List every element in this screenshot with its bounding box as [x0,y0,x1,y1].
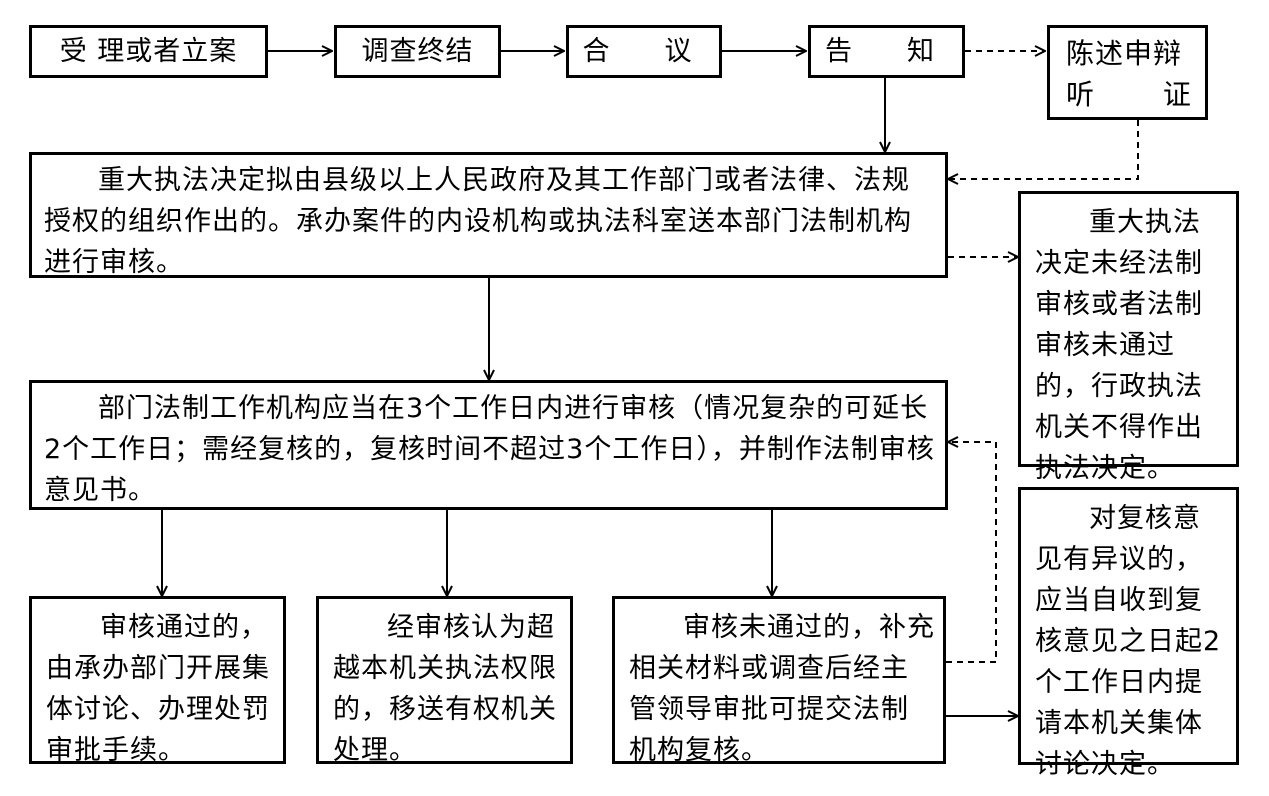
submission-box: 重大执法决定拟由县级以上人民政府及其工作部门或者法律、法规授权的组织作出的。承办… [29,152,948,278]
step-notify: 告 知 [808,25,965,78]
step-investigate-label: 调查终结 [361,36,474,67]
arrow-hearing-to-submission [948,120,1139,179]
outcome-rejected: 审核未通过的，补充相关材料或调查后经主管领导审批可提交法制机构复核。 [612,596,946,766]
step-hearing-line-1: 陈述申辩 [1066,37,1183,70]
note-not-reviewed: 重大执法决定未经法制审核或者法制审核未通过的，行政执法机关不得作出执法决定。 [1018,191,1239,484]
note-objection-text: 对复核意见有异议的，应当自收到复核意见之日起2个工作日内提请本机关集体讨论决定。 [1035,503,1222,780]
step-deliberate-label: 合 议 [582,36,706,67]
step-deliberate: 合 议 [566,25,722,78]
step-accept-label: 受 理或者立案 [59,36,238,67]
outcome-approved-text: 审核通过的，由承办部门开展集体讨论、办理处罚审批手续。 [46,612,270,766]
note-not-reviewed-text: 重大执法决定未经法制审核或者法制审核未通过的，行政执法机关不得作出执法决定。 [1035,207,1203,484]
step-accept: 受 理或者立案 [29,25,268,78]
submission-text: 重大执法决定拟由县级以上人民政府及其工作部门或者法律、法规授权的组织作出的。承办… [44,165,912,278]
review-box: 部门法制工作机构应当在3个工作日内进行审核（情况复杂的可延长2个工作日；需经复核… [29,380,948,510]
arrow-rejected-to-review [946,442,997,663]
step-investigate: 调查终结 [334,25,501,78]
review-text: 部门法制工作机构应当在3个工作日内进行审核（情况复杂的可延长2个工作日；需经复核… [44,393,935,506]
outcome-beyond-authority: 经审核认为超越本机关执法权限的，移送有权机关处理。 [316,596,573,766]
outcome-beyond-authority-text: 经审核认为超越本机关执法权限的，移送有权机关处理。 [333,612,557,766]
outcome-approved: 审核通过的，由承办部门开展集体讨论、办理处罚审批手续。 [29,596,286,766]
note-objection: 对复核意见有异议的，应当自收到复核意见之日起2个工作日内提请本机关集体讨论决定。 [1018,487,1239,780]
step-hearing: 陈述申辩 听 证 [1047,25,1208,120]
outcome-rejected-text: 审核未通过的，补充相关材料或调查后经主管领导审批可提交法制机构复核。 [629,612,935,766]
step-hearing-line-2: 听 证 [1066,78,1192,111]
step-notify-label: 告 知 [825,36,948,67]
